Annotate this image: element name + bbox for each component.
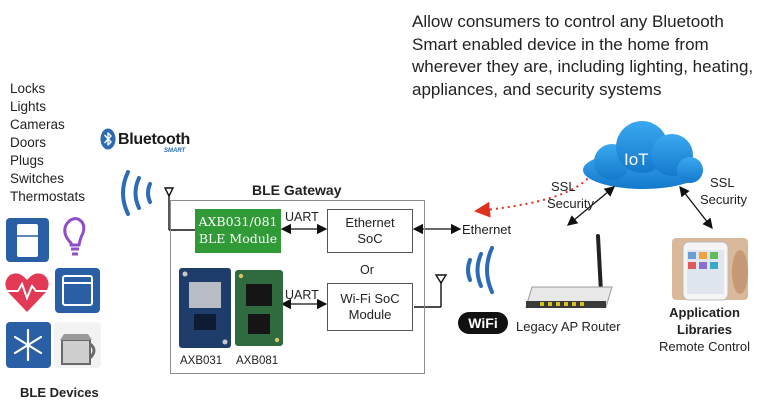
- lightbulb-icon: [63, 217, 86, 256]
- device-list-item: Cameras: [10, 117, 65, 132]
- wifi-soc-box: Wi-Fi SoC Module: [327, 283, 413, 331]
- axb031-label: AXB031: [180, 355, 223, 367]
- ble-module-name: AXB031/081: [198, 214, 278, 229]
- router-icon: [525, 234, 613, 308]
- app-label-line3: Remote Control: [658, 339, 751, 354]
- axb081-label: AXB081: [236, 355, 279, 367]
- cloud-phone-arrow: [679, 185, 713, 230]
- kettle-icon: [54, 322, 101, 368]
- axb081-board-icon: [235, 270, 283, 346]
- device-list: Locks Lights Cameras Doors Plugs Switche…: [10, 80, 85, 206]
- wifi-waves-icon: [466, 246, 494, 294]
- device-list-item: Doors: [10, 135, 47, 150]
- fridge-icon: [6, 218, 49, 262]
- ssl-left-line2: Security: [547, 196, 594, 211]
- app-label: Application Libraries Remote Control: [648, 304, 761, 355]
- ssl-right-line2: Security: [700, 192, 747, 207]
- device-list-item: Locks: [10, 81, 46, 96]
- cloud-router-arrow: [566, 186, 616, 226]
- uart-top-label: UART: [285, 210, 319, 224]
- ethernet-soc-line1: Ethernet: [345, 215, 395, 230]
- bluetooth-waves-icon: [121, 170, 152, 216]
- ssl-right-label: SSL Security: [700, 174, 747, 208]
- ethernet-soc-box: Ethernet SoC: [327, 209, 413, 253]
- ble-devices-label: BLE Devices: [20, 385, 99, 400]
- oven-icon: [55, 268, 100, 313]
- bluetooth-smart-label: SMART: [164, 148, 186, 154]
- wifi-logo-text: WiFi: [468, 315, 498, 331]
- ssl-left-label: SSL Security: [547, 178, 594, 212]
- ssl-right-line1: SSL: [710, 175, 735, 190]
- antenna-icon: [163, 187, 195, 231]
- cloud-label: IoT: [624, 150, 649, 169]
- tagline: Allow consumers to control any Bluetooth…: [412, 12, 754, 99]
- cloud-icon: [583, 121, 703, 189]
- wifi-soc-line2: Module: [348, 307, 392, 322]
- bluetooth-icon: [100, 128, 116, 150]
- wifi-soc-line1: Wi-Fi SoC: [340, 291, 400, 306]
- ethernet-soc-line2: SoC: [357, 231, 383, 246]
- bluetooth-wordmark: Bluetooth: [118, 131, 190, 148]
- wifi-antenna-icon: [414, 274, 448, 308]
- wifi-logo: WiFi: [458, 312, 508, 334]
- app-label-line2: Libraries: [677, 322, 732, 337]
- router-label: Legacy AP Router: [516, 319, 621, 334]
- gateway-box: [170, 200, 425, 374]
- ssl-left-line1: SSL: [551, 179, 576, 194]
- axb031-board-icon: [179, 268, 231, 348]
- uart-bottom-label: UART: [285, 288, 319, 302]
- device-list-item: Lights: [10, 99, 47, 114]
- device-list-item: Plugs: [10, 153, 44, 168]
- phone-icon: [672, 238, 748, 301]
- ble-module-box: AXB031/081 BLE Module: [195, 209, 281, 253]
- gateway-title: BLE Gateway: [252, 182, 342, 198]
- ble-module-label: BLE Module: [198, 231, 278, 246]
- snowflake-icon: [6, 322, 51, 368]
- ethernet-label: Ethernet: [462, 222, 512, 237]
- app-label-line1: Application: [669, 305, 740, 320]
- or-label: Or: [360, 263, 374, 277]
- device-list-item: Thermostats: [10, 189, 86, 204]
- heart-icon: [5, 273, 50, 312]
- device-list-item: Switches: [10, 171, 65, 186]
